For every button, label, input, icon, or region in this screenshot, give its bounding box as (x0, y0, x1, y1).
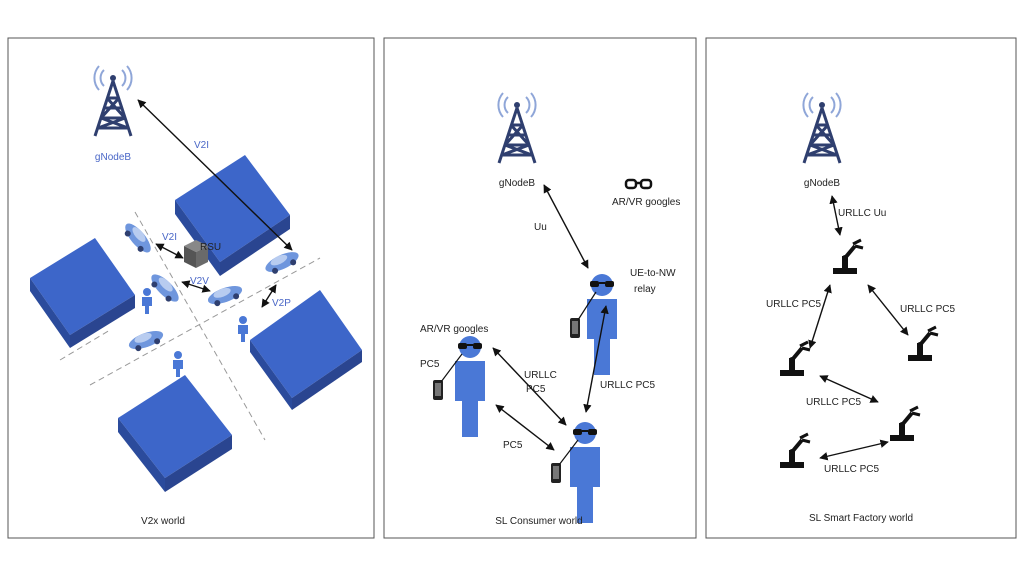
relay-label-line1: UE-to-NW (630, 268, 676, 279)
urllc-uu-label: URLLC Uu (838, 208, 886, 219)
pedestrian-icon (173, 351, 183, 377)
car-icon (262, 248, 302, 277)
panel-consumer-border (383, 37, 697, 539)
robot-arm-icon (831, 238, 865, 276)
v2x-v2i-long-label: V2I (194, 140, 209, 151)
phone-link (558, 439, 579, 466)
car-icon (205, 282, 245, 309)
goggles-icon (624, 178, 653, 190)
panel-factory-border (705, 37, 1017, 539)
gnodeb-tower-icon (801, 91, 843, 165)
urllc-label-line1: URLLC (524, 370, 557, 381)
urllc-label-line2: PC5 (526, 384, 546, 395)
consumer-gnodeb-label: gNodeB (499, 178, 535, 189)
building-left (30, 238, 135, 348)
phone-link (440, 353, 463, 383)
robot-arm-icon (906, 325, 940, 363)
car-icon (126, 327, 166, 354)
consumer-caption: SL Consumer world (495, 516, 582, 527)
car-icon (146, 270, 183, 307)
arrow-pc5-bottom (495, 404, 555, 451)
robot-arm-icon (888, 405, 922, 443)
factory-pc5-bottom-label: URLLC PC5 (824, 464, 879, 475)
arrow-uu (543, 184, 589, 269)
consumer-user-icon (570, 422, 600, 523)
arrow-pc5-right (867, 284, 909, 336)
ar-user-icon (455, 336, 485, 437)
urllc-pc5-right-label: URLLC PC5 (600, 380, 655, 391)
v2x-v2i-label: V2I (162, 232, 177, 243)
robot-arm-icon (778, 340, 812, 378)
factory-pc5-middle-label: URLLC PC5 (806, 397, 861, 408)
pedestrian-icon (142, 288, 152, 314)
uu-label: Uu (534, 222, 547, 233)
relay-label-line2: relay (634, 284, 656, 295)
v2x-gnodeb-label: gNodeB (95, 152, 131, 163)
v2x-v2v-label: V2V (190, 276, 209, 287)
arrow-pc5-middle (819, 375, 879, 403)
factory-caption: SL Smart Factory world (809, 513, 913, 524)
arrow-v2i (155, 243, 184, 259)
factory-pc5-left-label: URLLC PC5 (766, 299, 821, 310)
phone-icon (433, 380, 443, 400)
user-goggles-label: AR/VR googles (420, 324, 488, 335)
v2x-v2p-label: V2P (272, 298, 291, 309)
arrow-v2v (181, 280, 211, 293)
pc5-left-label: PC5 (420, 359, 440, 370)
arrow-urllc-pc5-right (583, 305, 609, 413)
building-right (250, 290, 362, 410)
arrow-pc5-left (808, 284, 832, 349)
arrow-urllc-uu (829, 195, 843, 236)
goggles-label: AR/VR googles (612, 197, 680, 208)
factory-pc5-right-label: URLLC PC5 (900, 304, 955, 315)
factory-gnodeb-label: gNodeB (804, 178, 840, 189)
building-bottom (118, 375, 232, 492)
v2x-caption: V2x world (141, 516, 185, 527)
panel-v2x-border (7, 37, 375, 539)
gnodeb-tower-icon (496, 91, 538, 165)
arrow-pc5-bottom (819, 439, 889, 461)
gnodeb-tower-icon (92, 64, 134, 138)
arrow-v2p (261, 284, 277, 308)
phone-icon (551, 463, 561, 483)
rsu-label: RSU (200, 242, 221, 253)
pc5-bottom-label: PC5 (503, 440, 523, 451)
arrow-v2i-long (137, 99, 293, 251)
robot-arm-icon (778, 432, 812, 470)
phone-icon (570, 318, 580, 338)
pedestrian-icon (238, 316, 248, 342)
